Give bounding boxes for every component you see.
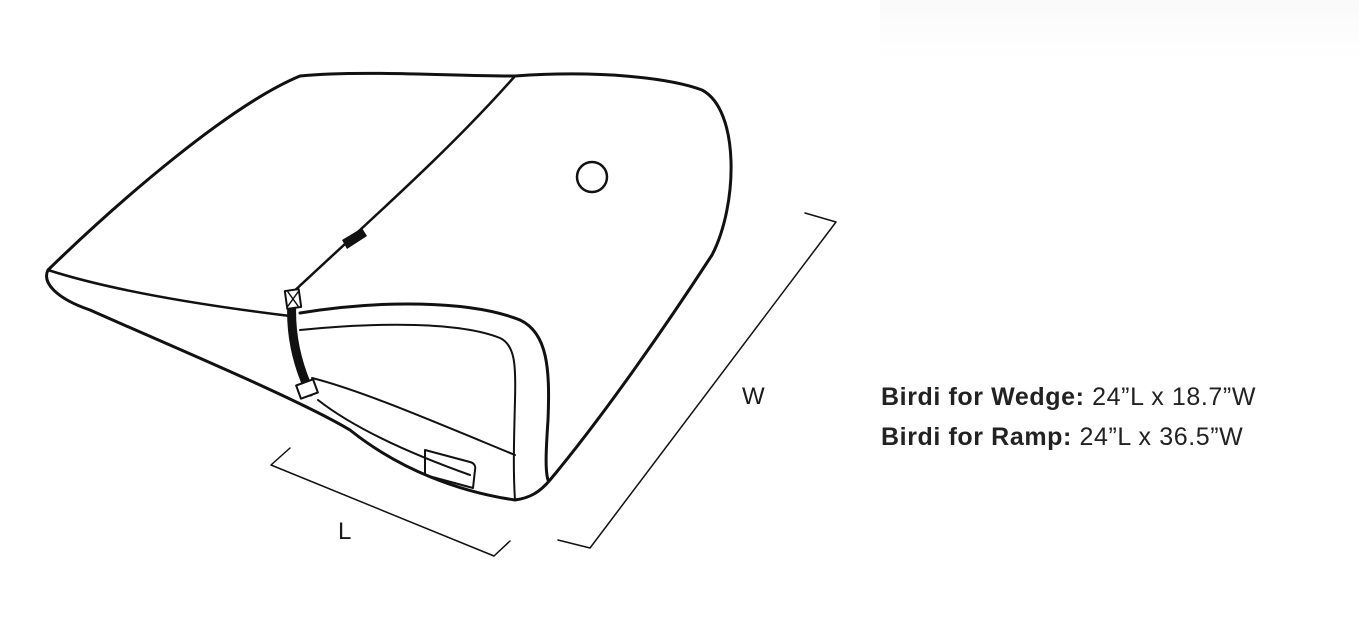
spec-value: 24”L x 36.5”W [1071,423,1244,451]
cover-outline [45,71,733,502]
spec-name: Birdi for Ramp: [881,423,1072,451]
length-label: L [338,518,352,545]
end-panel-bottom [317,399,471,476]
handle-circle-icon [575,160,609,194]
size-specs: Birdi for Wedge: 24”L x 18.7”W Birdi for… [881,380,1256,460]
strap-clip-icon [295,378,319,400]
spec-row-wedge: Birdi for Wedge: 24”L x 18.7”W [881,380,1256,420]
strap-buckle-cross [287,291,299,307]
spec-row-ramp: Birdi for Ramp: 24”L x 36.5”W [881,420,1256,460]
zipper-pull-icon [342,228,367,249]
width-label: W [742,383,765,410]
width-dimension-line [557,212,837,549]
spec-name: Birdi for Wedge: [881,383,1085,411]
front-face-edge [46,268,292,318]
label-patch-icon [424,449,477,489]
background-fade [880,0,1359,60]
end-flap-top [298,302,551,482]
spec-value: 24”L x 18.7”W [1084,383,1257,411]
end-flap-inner [299,323,517,501]
length-dimension-line [270,447,511,557]
top-panel-seam [288,74,517,297]
end-panel-edge [311,377,516,456]
